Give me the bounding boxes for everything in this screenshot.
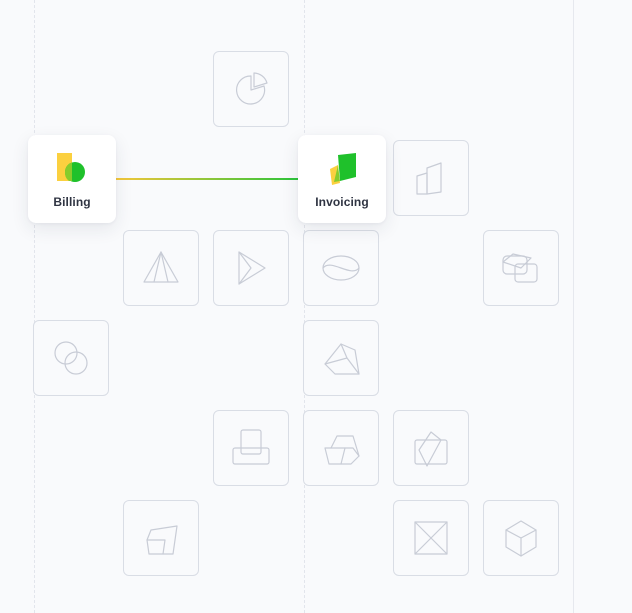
arrow-parallelogram-icon — [324, 435, 360, 465]
triangle-split-icon — [143, 251, 179, 283]
integration-tile[interactable] — [483, 230, 559, 306]
overlapping-squares-icon — [502, 253, 538, 283]
grid-guide-line — [304, 0, 305, 613]
parallelogram-icon — [146, 525, 178, 555]
invoicing-logo-icon — [330, 153, 356, 185]
integration-tile[interactable] — [123, 500, 199, 576]
integration-tile[interactable] — [393, 140, 469, 216]
stacked-blocks-icon — [232, 429, 270, 465]
play-bowtie-icon — [238, 251, 266, 285]
rotated-square-icon — [414, 431, 448, 467]
integration-tile[interactable] — [303, 320, 379, 396]
grid-guide-line — [573, 0, 574, 613]
hourglass-icon — [414, 521, 448, 555]
integration-tile[interactable] — [393, 410, 469, 486]
integration-tile[interactable] — [303, 230, 379, 306]
integration-tile[interactable] — [213, 230, 289, 306]
invoicing-integration-card[interactable]: Invoicing — [298, 135, 386, 223]
billing-logo-icon — [57, 153, 85, 182]
billing-integration-card[interactable]: Billing — [28, 135, 116, 223]
overlapping-circles-icon — [54, 341, 88, 375]
pie-chart-icon — [236, 72, 268, 105]
folded-shapes-icon — [324, 343, 360, 375]
integration-tile[interactable] — [213, 410, 289, 486]
integration-tile[interactable] — [213, 51, 289, 127]
integration-tile[interactable] — [123, 230, 199, 306]
billing-label: Billing — [53, 195, 91, 209]
integration-tile[interactable] — [33, 320, 109, 396]
integration-tile[interactable] — [303, 410, 379, 486]
hexagon-cube-icon — [505, 520, 537, 557]
invoicing-label: Invoicing — [315, 195, 369, 209]
bar-blocks-icon — [416, 162, 442, 195]
infinity-loop-icon — [322, 255, 360, 281]
grid-guide-line — [34, 0, 35, 613]
integration-tile[interactable] — [393, 500, 469, 576]
integration-tile[interactable] — [483, 500, 559, 576]
